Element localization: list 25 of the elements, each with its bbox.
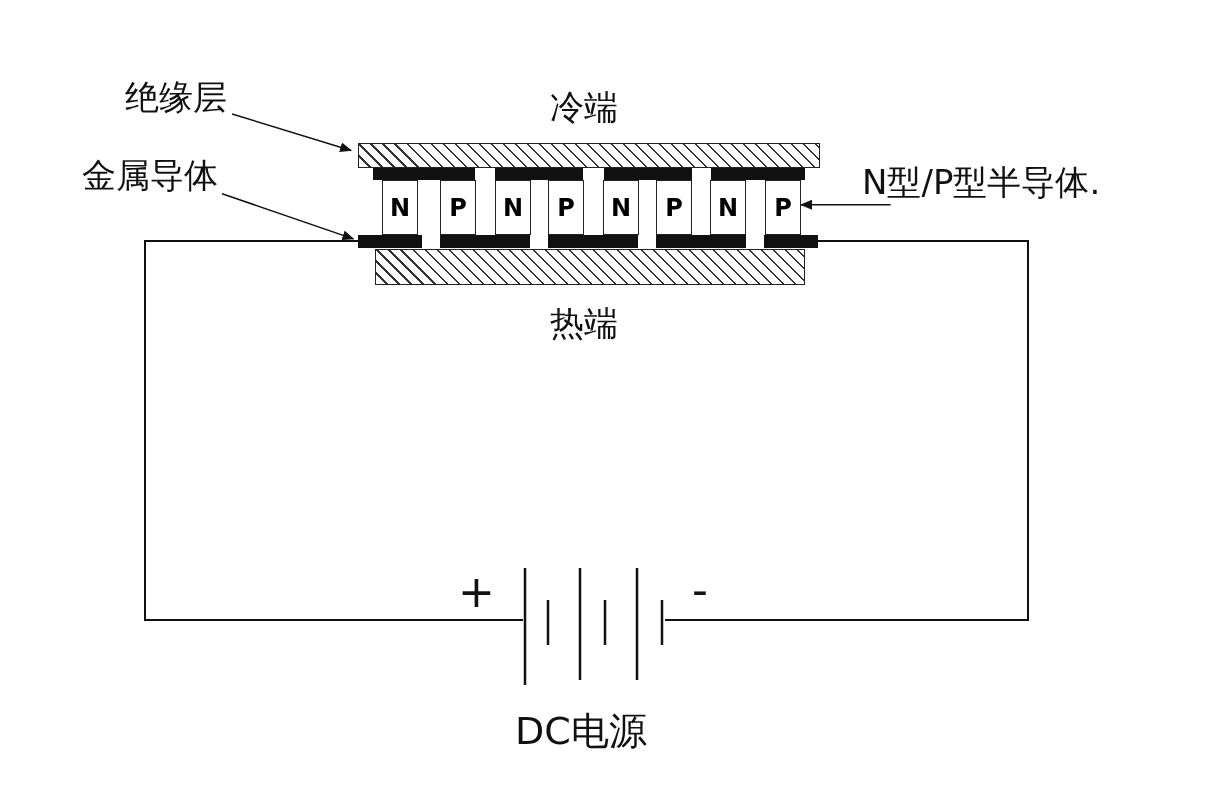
insulating-plate [375,249,805,285]
circuit-wire [144,240,524,621]
part-label: N型/P型半导体. [862,165,1101,199]
polarity-sign: - [692,568,708,612]
semiconductor-leg: N [710,180,746,235]
leader-line [221,192,355,241]
semiconductor-leg: P [548,180,584,235]
circuit-wire [664,240,1029,621]
part-label: 绝缘层 [125,80,227,114]
semiconductor-leg: N [382,180,418,235]
semiconductor-leg: P [765,180,801,235]
polarity-sign: + [458,570,495,614]
semiconductor-leg: N [495,180,531,235]
metal-conductor [358,235,818,248]
semiconductor-leg: P [440,180,476,235]
insulating-plate [358,143,820,168]
semiconductor-leg: P [656,180,692,235]
leader-line [800,199,892,210]
battery-symbol [523,566,665,686]
leader-line [231,113,353,153]
semiconductor-leg: N [603,180,639,235]
region-label: 热端 [550,306,618,340]
source-label: DC电源 [515,712,647,750]
part-label: 金属导体 [82,158,218,192]
region-label: 冷端 [550,90,618,124]
